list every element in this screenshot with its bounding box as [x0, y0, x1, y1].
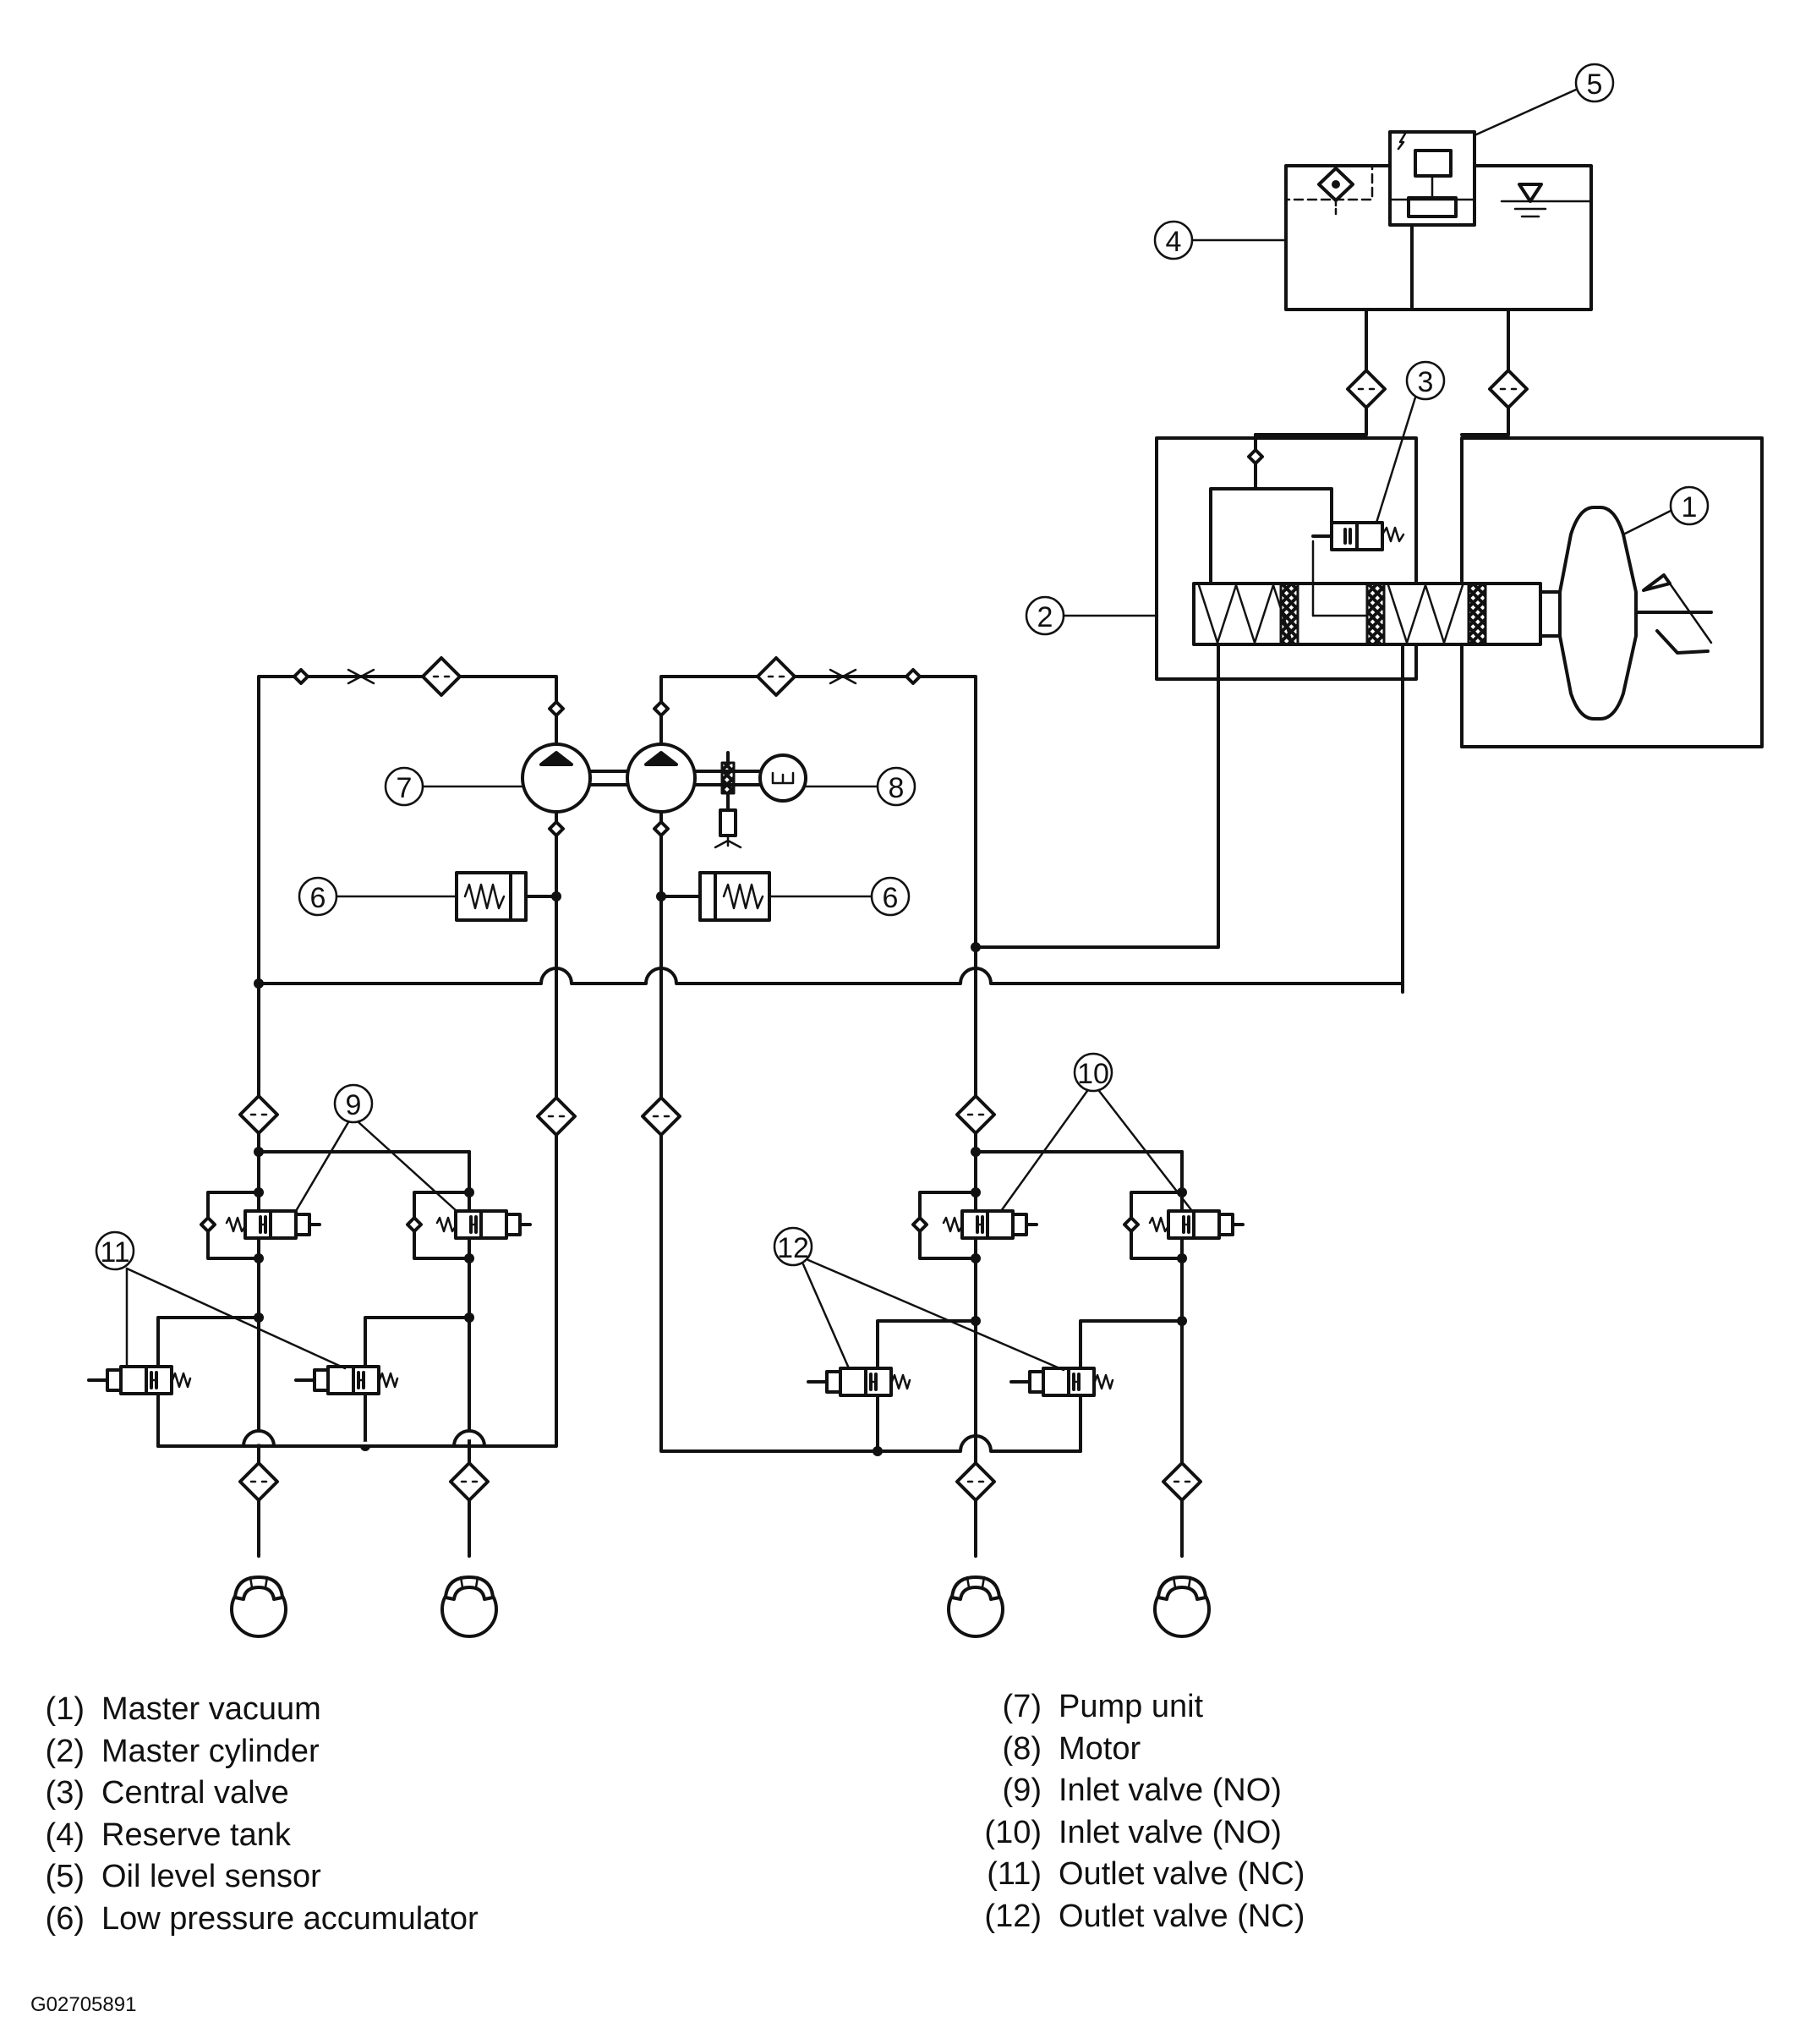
outlet-valve-right-1 — [807, 1367, 911, 1397]
master-cylinder — [1155, 433, 1764, 994]
outlet-valve-left-2 — [294, 1365, 399, 1395]
callout-10: 10 — [999, 1052, 1194, 1213]
svg-text:6: 6 — [310, 882, 326, 914]
legend-item: (3)Central valve — [45, 1775, 289, 1811]
svg-text:9: 9 — [346, 1089, 362, 1121]
legend-item: (9)Inlet valve (NO) — [1002, 1773, 1282, 1808]
low-pressure-accumulator-right — [659, 871, 771, 922]
legend-item: (6)Low pressure accumulator — [45, 1900, 479, 1937]
svg-text:4: 4 — [1166, 226, 1182, 258]
svg-text:2: 2 — [1037, 601, 1053, 633]
outlet-valve-left-1 — [87, 1365, 192, 1395]
wheel-brake-1 — [230, 1575, 287, 1638]
wheel-brake-2 — [440, 1575, 498, 1638]
callout-9: 9 — [294, 1083, 458, 1213]
callout-12: 12 — [773, 1226, 1065, 1372]
legend-item: (2)Master cylinder — [45, 1733, 320, 1769]
svg-text:7: 7 — [397, 772, 413, 804]
svg-text:1: 1 — [1682, 491, 1698, 523]
tank-filter-right — [1488, 369, 1529, 409]
legend-left: (1)Master vacuum (2)Master cylinder (3)C… — [30, 1689, 479, 1940]
callout-8: 8 — [804, 766, 916, 807]
figure-code: G02705891 — [30, 1993, 137, 2016]
hydraulic-circuit-diagram: 1 2 3 4 5 6 6 7 — [87, 63, 1764, 1638]
legend-item: (7)Pump unit — [1002, 1689, 1204, 1724]
central-valve — [1311, 521, 1405, 551]
inlet-valve-left-2 — [435, 1209, 532, 1240]
callout-3: 3 — [1375, 360, 1446, 524]
legend-item: (5)Oil level sensor — [45, 1859, 321, 1894]
tank-filter-left — [1346, 369, 1387, 409]
callout-11: 11 — [95, 1230, 347, 1370]
callout-4: 4 — [1153, 220, 1288, 260]
svg-text:10: 10 — [1077, 1058, 1109, 1090]
master-vacuum — [1558, 506, 1713, 721]
svg-text:11: 11 — [100, 1236, 129, 1269]
svg-text:6: 6 — [883, 882, 899, 914]
wheel-brake-3 — [947, 1575, 1004, 1638]
low-pressure-accumulator-left — [455, 871, 558, 922]
callout-6-left: 6 — [298, 876, 458, 917]
callout-6-right: 6 — [768, 876, 911, 917]
callout-2: 2 — [1025, 595, 1158, 636]
legend-item: (10)Inlet valve (NO) — [984, 1814, 1282, 1850]
legend-right: (7)Pump unit (8)Motor (9)Inlet valve (NO… — [971, 1686, 1305, 1937]
legend-item: (8)Motor — [1002, 1730, 1141, 1767]
oil-level-sensor — [1388, 130, 1476, 227]
legend-item: (4)Reserve tank — [45, 1817, 291, 1853]
inlet-valve-left-1 — [225, 1209, 321, 1240]
svg-text:3: 3 — [1418, 366, 1434, 398]
motor — [758, 753, 807, 803]
svg-text:5: 5 — [1587, 68, 1603, 101]
svg-text:12: 12 — [777, 1232, 809, 1264]
callout-5: 5 — [1473, 63, 1615, 137]
legend-item: (1)Master vacuum — [45, 1691, 321, 1727]
inlet-valve-right-2 — [1148, 1209, 1245, 1240]
inlet-valve-right-1 — [942, 1209, 1038, 1240]
legend-item: (12)Outlet valve (NC) — [984, 1898, 1305, 1934]
svg-text:8: 8 — [889, 772, 905, 804]
callout-7: 7 — [384, 766, 524, 807]
outlet-valve-right-2 — [1009, 1367, 1114, 1397]
callout-1: 1 — [1622, 485, 1710, 536]
legend-item: (11)Outlet valve (NC) — [987, 1856, 1305, 1892]
wheel-brake-4 — [1153, 1575, 1211, 1638]
